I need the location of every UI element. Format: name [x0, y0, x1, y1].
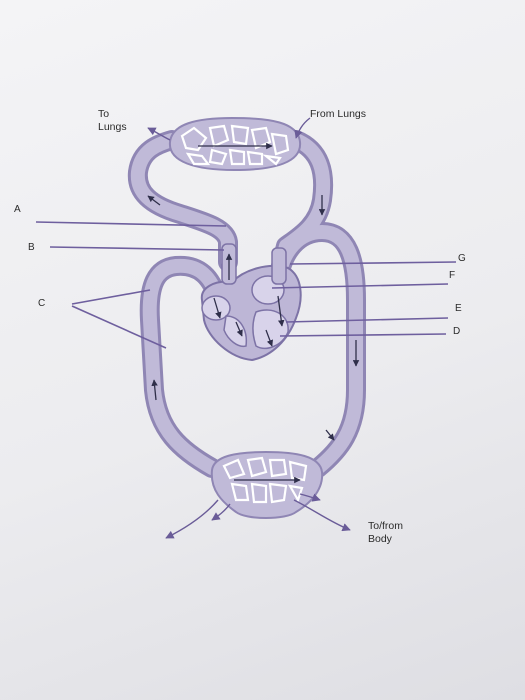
leader-line-c-upper: [71, 289, 151, 305]
marker-e: E: [455, 303, 462, 314]
from-lungs-label: From Lungs: [310, 108, 367, 120]
left-ventricle: [252, 309, 289, 350]
to-lungs-label: To Lungs: [98, 108, 127, 134]
body-capillary-bed: [210, 450, 324, 519]
heart: [200, 243, 302, 362]
heart-flow-arrows: [213, 253, 285, 347]
leader-line-f: [271, 283, 449, 289]
to-body-arrow-right: [293, 499, 351, 532]
marker-b: B: [28, 242, 35, 253]
leader-line-g: [289, 261, 457, 265]
vessel-flow-arrows: [147, 195, 360, 441]
from-lungs-arrow: [294, 117, 311, 139]
lung-capillary-bed: [168, 116, 302, 172]
to-from-body-label: To/from Body: [368, 520, 403, 546]
to-lungs-label-line2: Lungs: [98, 121, 127, 133]
leader-lines: [35, 221, 457, 349]
right-atrium: [201, 295, 231, 321]
leader-line-d: [279, 333, 447, 337]
leader-line-a: [35, 221, 227, 227]
leader-line-e: [285, 317, 449, 323]
to-lungs-arrow: [147, 127, 171, 141]
leader-line-b: [49, 246, 225, 251]
lung-capillary-mesh: [180, 124, 290, 166]
marker-f: F: [449, 270, 456, 281]
body-arrow-stub: [211, 503, 231, 521]
to-lungs-label-line1: To: [98, 108, 110, 120]
to-from-body-label-line1: To/from: [368, 520, 404, 532]
marker-c: C: [38, 298, 46, 309]
to-body-arrow-left: [165, 499, 219, 539]
external-arrows: [147, 117, 351, 539]
to-from-body-label-line2: Body: [368, 533, 392, 545]
marker-g: G: [458, 253, 466, 264]
marker-a: A: [14, 204, 21, 215]
body-arrow-stub-right: [299, 493, 321, 502]
leader-line-c-lower: [71, 305, 167, 349]
marker-d: D: [453, 326, 461, 337]
right-ventricle: [223, 315, 248, 348]
